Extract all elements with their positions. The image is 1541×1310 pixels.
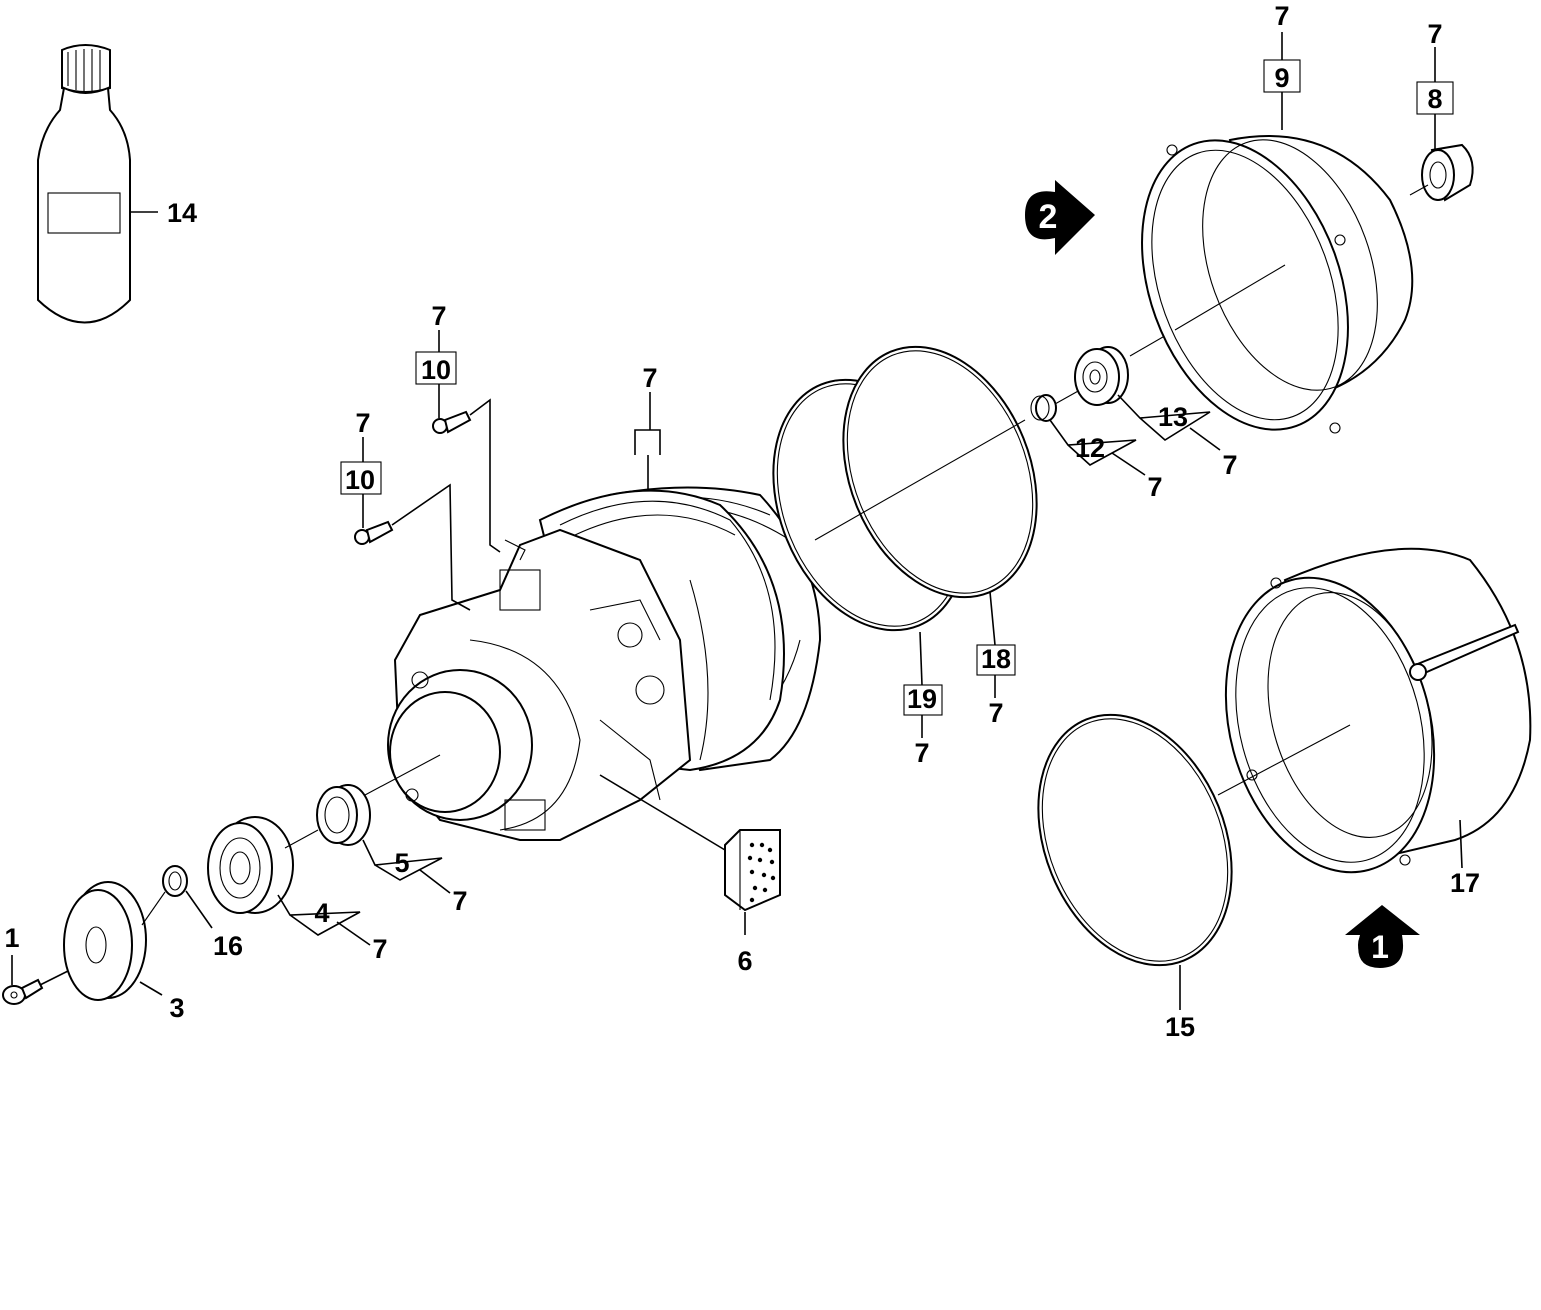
marker-1-label: 1 [1371,929,1389,965]
label-3: 3 [169,993,184,1023]
label-10-b: 10 [345,465,375,495]
marker-2-label: 2 [1039,198,1058,236]
bearing-4 [207,816,371,946]
label-7-h: 7 [988,698,1003,728]
washer-16 [141,865,213,929]
view-marker-1: 1 [1345,905,1420,968]
label-1: 1 [4,923,19,953]
view-marker-2: 2 [1025,180,1095,255]
label-7-c: 7 [431,301,446,331]
label-4: 4 [314,898,329,928]
label-7-k: 7 [372,934,387,964]
label-7-b: 7 [1427,19,1442,49]
label-15: 15 [1165,1012,1195,1042]
label-7-g: 7 [1147,472,1162,502]
label-9: 9 [1274,63,1289,93]
label-6: 6 [737,946,752,976]
label-7-j: 7 [452,886,467,916]
label-14: 14 [167,198,197,228]
label-7-d: 7 [642,363,657,393]
label-7-e: 7 [355,408,370,438]
label-7-a: 7 [1274,1,1289,31]
screw-1 [2,955,71,1005]
label-7-i: 7 [914,738,929,768]
label-17: 17 [1450,868,1480,898]
winding-callout [634,392,661,490]
end-cap-3 [63,881,163,1001]
label-16: 16 [213,931,243,961]
label-8: 8 [1427,84,1442,114]
o-ring-15 [1037,713,1233,1010]
shaft-seal-12 [1030,389,1146,476]
cover-ring-9 [1141,32,1414,434]
bushing-8 [1409,47,1474,202]
screw-10-upper [415,330,501,553]
label-5: 5 [394,848,409,878]
seal-5 [284,784,451,894]
motor-housing [364,486,822,851]
label-19: 19 [907,684,937,714]
label-10-a: 10 [421,355,451,385]
housing-cylinder-17 [1217,547,1532,874]
screw-10-lower [340,437,471,611]
o-ring-18 [842,345,1038,698]
label-18: 18 [981,644,1011,674]
oil-bottle [37,44,158,324]
label-13: 13 [1158,402,1188,432]
brush-block-6 [724,829,781,935]
label-7-f: 7 [1222,450,1237,480]
label-12: 12 [1075,433,1105,463]
